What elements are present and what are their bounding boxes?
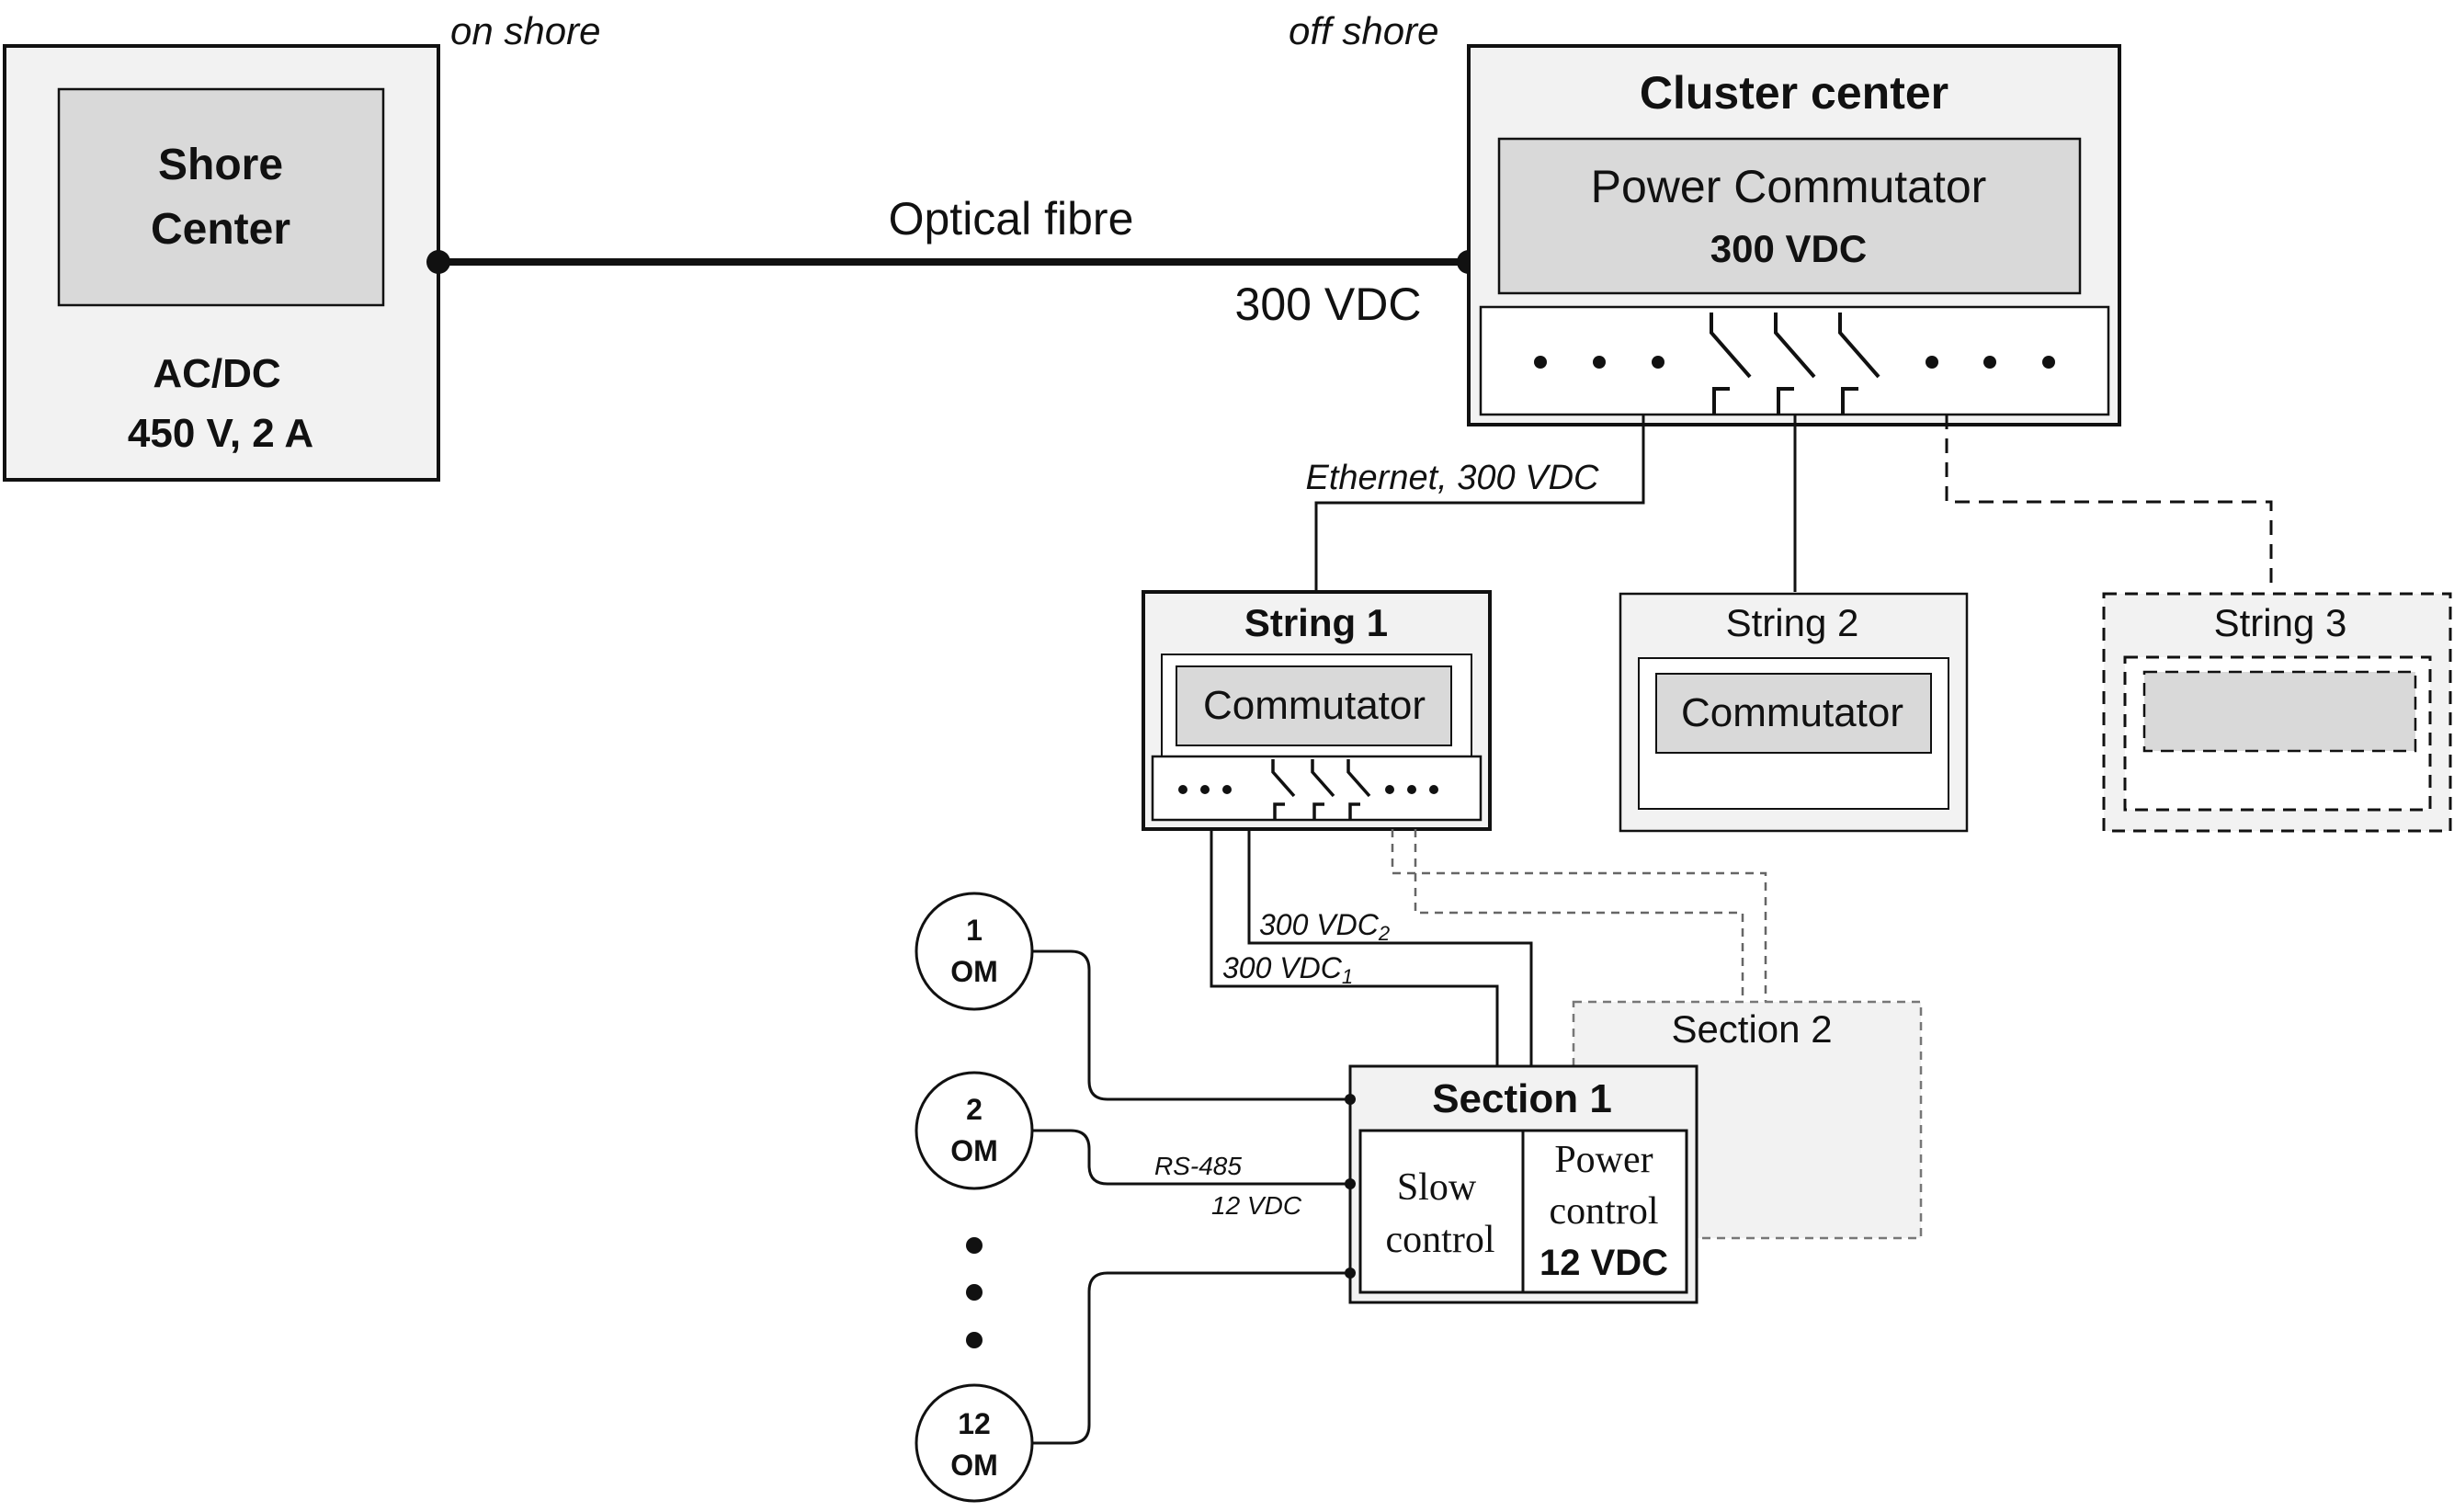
switch-icon: [1838, 313, 1880, 414]
slow-control-line2: control: [1386, 1219, 1495, 1261]
shore-power-supply-rating: 450 V, 2 A: [128, 411, 313, 456]
switch-icon: [1774, 313, 1816, 414]
om1-cable: [1006, 949, 1350, 1101]
power-control-line1: Power: [1554, 1139, 1653, 1181]
section1-cable-300vdc2: [1247, 829, 1533, 1066]
optical-module-1: 1 OM: [915, 892, 1034, 1011]
section1-cable-300vdc1: [1210, 829, 1499, 1066]
power-commutator-label: Power Commutator: [1591, 161, 1987, 212]
optical-fibre-link: [426, 250, 1481, 274]
power-commutator-voltage: 300 VDC: [1710, 227, 1867, 270]
off-shore-label: off shore: [1289, 9, 1438, 52]
optical-module-2: 2 OM: [915, 1071, 1034, 1190]
optical-module-12: 12 OM: [915, 1383, 1034, 1503]
om12-cable: [1006, 1271, 1350, 1445]
slow-control-line1: Slow: [1397, 1166, 1477, 1209]
om-1-number: 1: [966, 914, 983, 947]
string-2: [1619, 592, 1969, 833]
shore-center-title-line1: Shore: [158, 141, 283, 189]
shore-power-supply-type: AC/DC: [153, 351, 280, 396]
optical-fibre-label: Optical fibre: [889, 193, 1134, 244]
om-2-label: OM: [950, 1134, 998, 1167]
ellipsis-dots: [966, 1237, 983, 1348]
string-2-title: String 2: [1726, 601, 1859, 644]
ethernet-label: Ethernet, 300 VDC: [1306, 459, 1600, 497]
string-3: [2102, 592, 2452, 833]
cluster-center-title: Cluster center: [1640, 67, 1948, 119]
vdc2-label: 300 VDC2: [1259, 908, 1390, 945]
string-1-commutator: Commutator: [1203, 683, 1426, 728]
om-1-label: OM: [950, 955, 998, 988]
switch-icon: [1311, 759, 1335, 820]
power-control-line2: control: [1550, 1190, 1659, 1233]
string3-cable: [1945, 415, 2273, 592]
section-1: [1348, 1064, 1698, 1304]
string-1-title: String 1: [1244, 601, 1388, 644]
vdc1-label: 300 VDC1: [1222, 951, 1353, 988]
shore-center: Shore Center AC/DC 450 V, 2 A: [3, 44, 440, 482]
section2-cable-b: [1414, 829, 1744, 1002]
on-shore-label: on shore: [450, 9, 600, 52]
link-voltage-label: 300 VDC: [1235, 279, 1422, 330]
om-voltage-label: 12 VDC: [1211, 1191, 1302, 1220]
section2-cable-a: [1391, 829, 1767, 1002]
section-2-title: Section 2: [1671, 1007, 1832, 1051]
shore-center-title-line2: Center: [151, 205, 290, 254]
om-12-number: 12: [958, 1407, 991, 1440]
om2-cable: [1006, 1129, 1350, 1186]
string1-cable: [1314, 415, 1645, 592]
section-1-title: Section 1: [1432, 1076, 1612, 1121]
om-2-number: 2: [966, 1093, 983, 1126]
rs485-label: RS-485: [1154, 1152, 1242, 1180]
switch-icon: [1346, 759, 1371, 820]
power-control-voltage: 12 VDC: [1539, 1243, 1668, 1283]
switch-icon: [1710, 313, 1752, 414]
string-3-title: String 3: [2214, 601, 2347, 644]
string-2-commutator: Commutator: [1681, 690, 1903, 735]
switch-icon: [1271, 759, 1296, 820]
om-12-label: OM: [950, 1449, 998, 1482]
string-1: [1142, 590, 1492, 831]
